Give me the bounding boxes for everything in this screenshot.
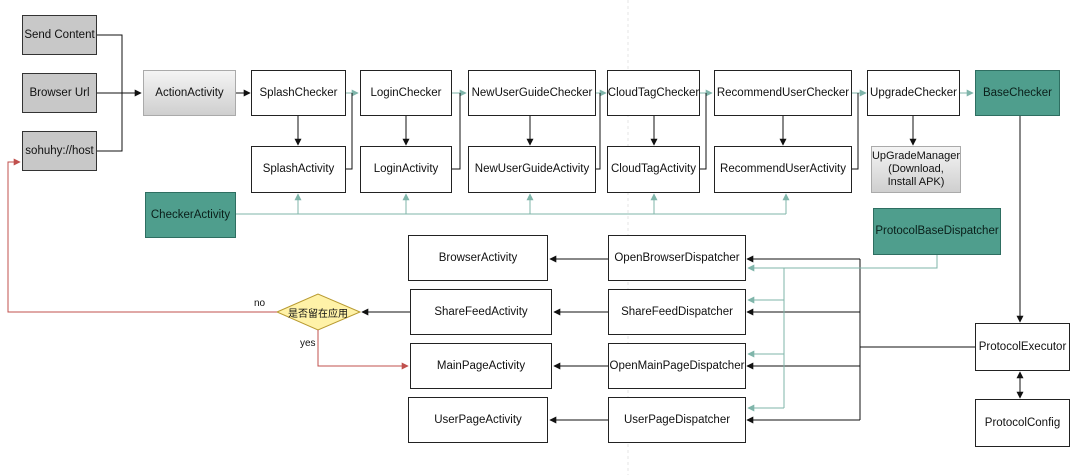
edge-decision-no	[7, 158, 277, 313]
login-activity-node: LoginActivity	[360, 146, 452, 193]
new-user-guide-checker-node: NewUserGuideChecker	[468, 70, 596, 116]
cloud-tag-activity-node: CloudTagActivity	[607, 146, 700, 193]
upgrade-checker-node: UpgradeChecker	[867, 70, 960, 116]
edge-loginact-back	[452, 93, 461, 170]
protocol-executor-node: ProtocolExecutor	[975, 323, 1070, 371]
share-feed-activity-node: ShareFeedActivity	[410, 289, 552, 335]
login-checker-node: LoginChecker	[360, 70, 452, 116]
main-page-activity-node: MainPageActivity	[410, 343, 552, 389]
send-content-node: Send Content	[22, 15, 97, 55]
recommend-user-activity-node: RecommendUserActivity	[714, 146, 852, 193]
edge-newuseract-back	[596, 93, 601, 170]
protocol-config-node: ProtocolConfig	[975, 399, 1070, 447]
edge-cloudact-back	[700, 93, 707, 170]
browser-activity-node: BrowserActivity	[408, 235, 548, 281]
checker-activity-node: CheckerActivity	[145, 192, 236, 238]
edge-send-content	[97, 34, 123, 93]
user-page-activity-node: UserPageActivity	[408, 397, 548, 443]
splash-checker-node: SplashChecker	[251, 70, 346, 116]
edge-sohuhy-host	[97, 93, 123, 152]
decision-diamond	[275, 293, 362, 331]
share-feed-dispatcher-node: ShareFeedDispatcher	[608, 289, 746, 335]
browser-url-node: Browser Url	[22, 73, 97, 113]
cloud-tag-checker-node: CloudTagChecker	[607, 70, 700, 116]
edge-decision-yes	[317, 330, 409, 370]
decision-label: 是否留在应用	[288, 309, 348, 320]
new-user-guide-activity-node: NewUserGuideActivity	[468, 146, 596, 193]
action-activity-node: ActionActivity	[143, 70, 236, 116]
no-label: no	[254, 298, 266, 309]
sohuhy-host-node: sohuhy://host	[22, 131, 97, 171]
open-browser-dispatcher-node: OpenBrowserDispatcher	[608, 235, 746, 281]
user-page-dispatcher-node: UserPageDispatcher	[608, 397, 746, 443]
edge-recommendact-back	[852, 93, 859, 170]
edge-pbd-bus	[784, 255, 938, 269]
yes-label: yes	[300, 338, 316, 349]
splash-activity-node: SplashActivity	[251, 146, 346, 193]
edge-splashact-back	[346, 93, 353, 170]
protocol-base-dispatcher-node: ProtocolBaseDispatcher	[873, 208, 1001, 255]
recommend-user-checker-node: RecommendUserChecker	[714, 70, 852, 116]
open-main-page-dispatcher-node: OpenMainPageDispatcher	[608, 343, 746, 389]
base-checker-node: BaseChecker	[975, 70, 1060, 116]
upgrade-manager-node: UpGradeManager (Download, Install APK)	[871, 146, 961, 193]
